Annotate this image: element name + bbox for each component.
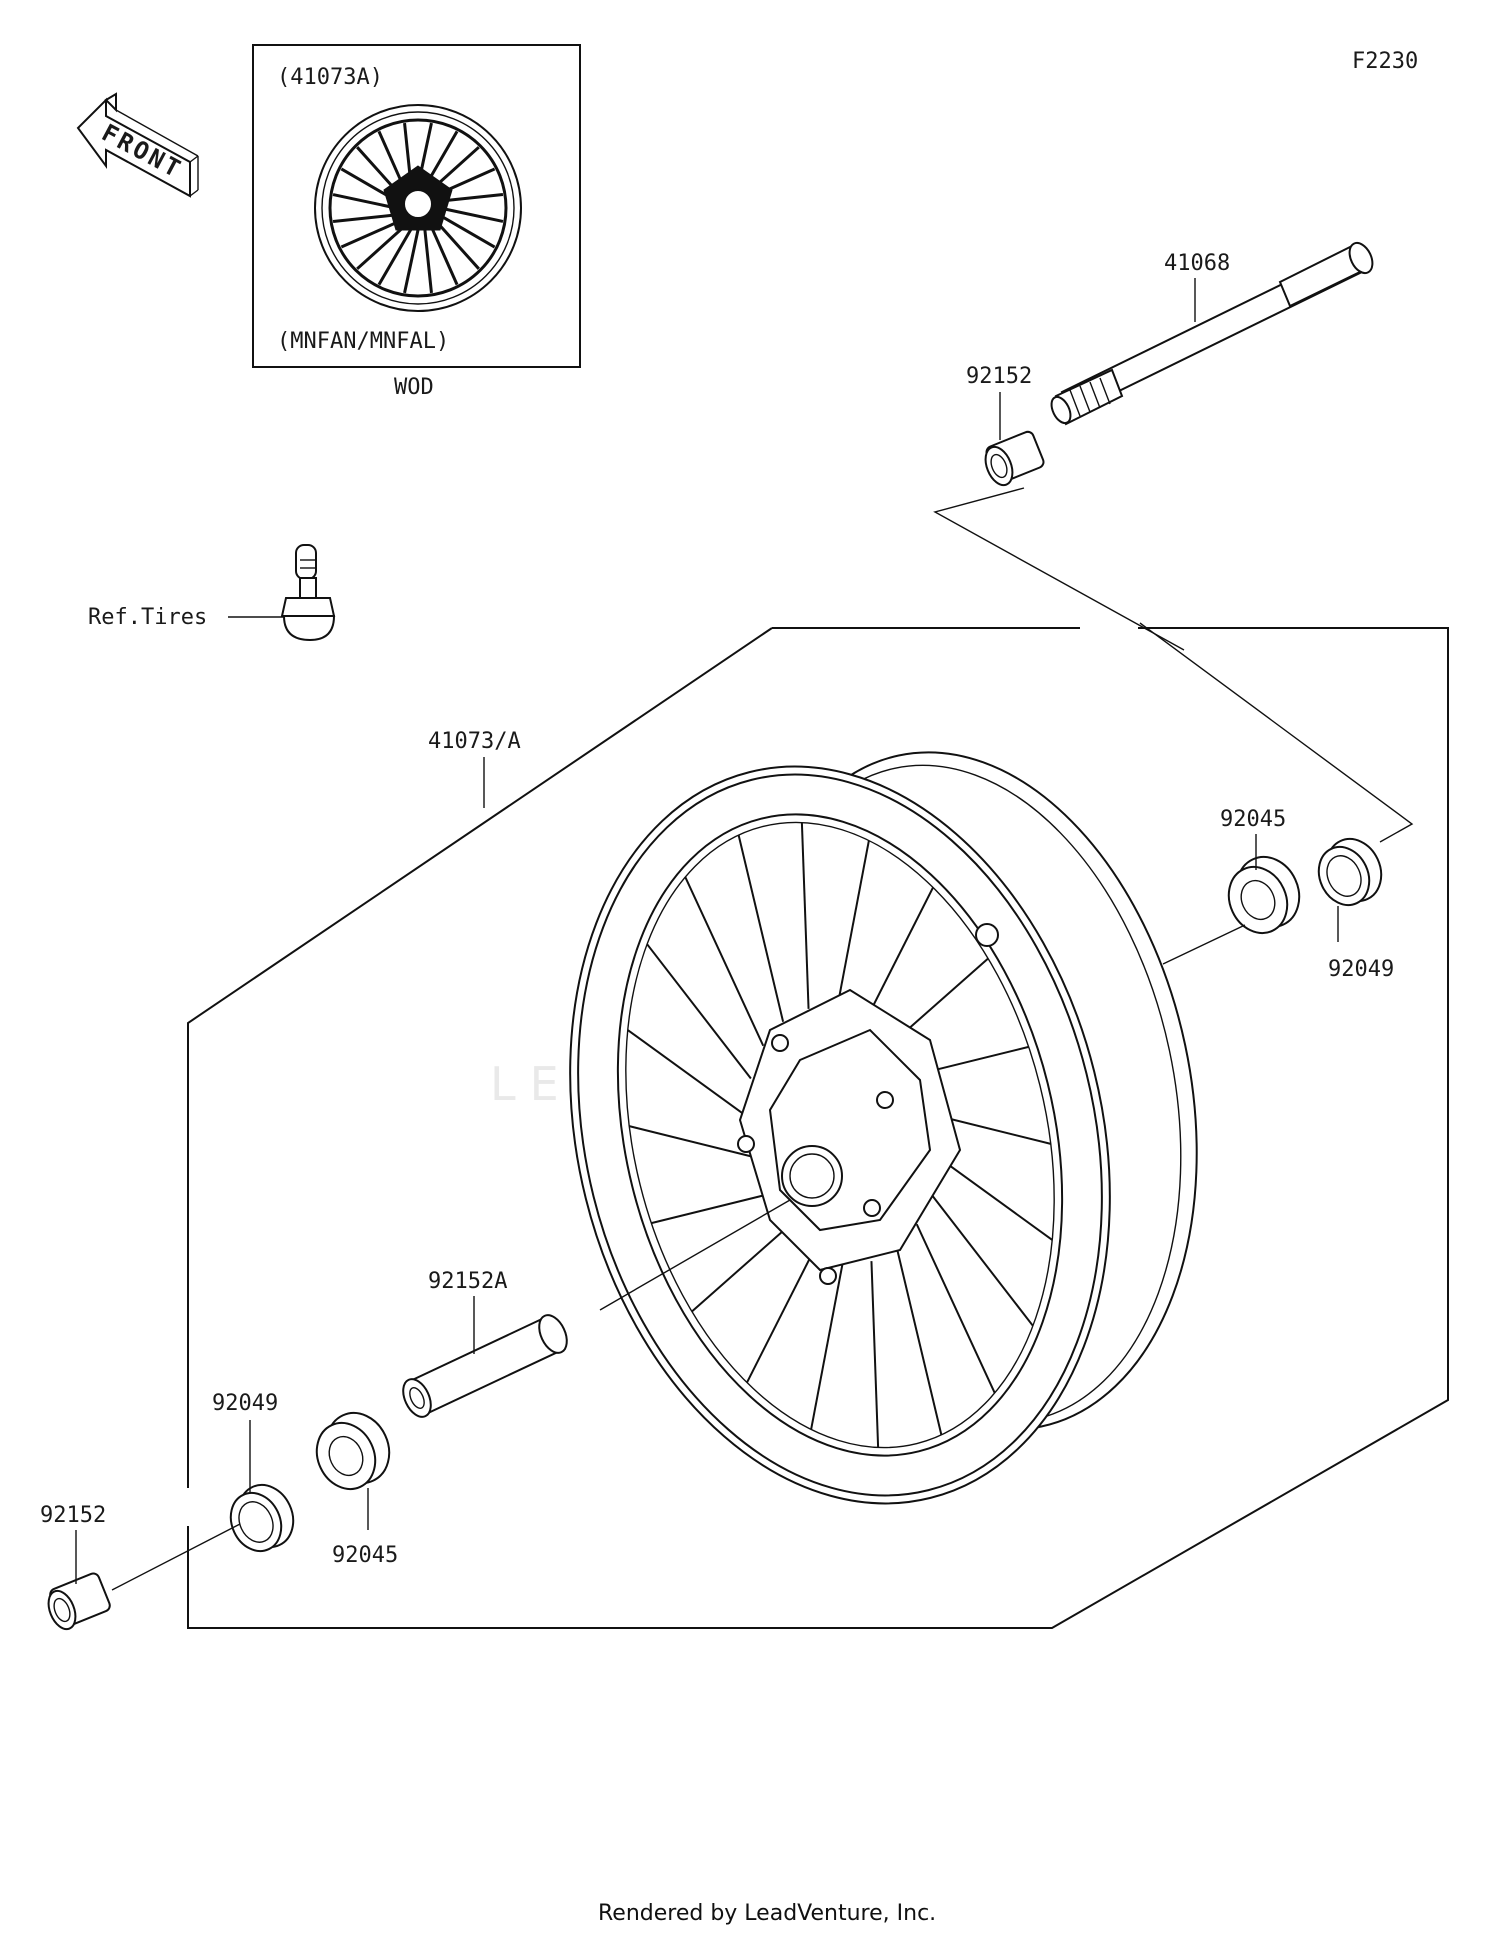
collar-top-icon [984, 430, 1045, 487]
wheel-icon [569, 751, 1198, 1505]
front-label: FRONT [97, 119, 187, 185]
front-arrow-icon: FRONT [76, 92, 199, 198]
inset-part-ref: (41073A) [277, 65, 383, 90]
seal-left-icon [229, 1483, 295, 1553]
callout-92049-right: 92049 [1328, 957, 1394, 982]
callout-92045-right: 92045 [1220, 807, 1286, 832]
bearing-left-icon [315, 1411, 391, 1491]
axle-icon [1050, 241, 1374, 426]
footer-credit: Rendered by LeadVenture, Inc. [598, 1901, 936, 1926]
callout-41068: 41068 [1164, 251, 1230, 276]
bearing-right-icon [1227, 855, 1301, 935]
inset-models: (MNFAN/MNFAL) [277, 329, 449, 354]
callout-92152-top: 92152 [966, 364, 1032, 389]
figure-code: F2230 [1352, 49, 1418, 74]
callout-92045-left: 92045 [332, 1543, 398, 1568]
model-inset: (41073A) (MNFAN/MNFAL) [252, 44, 581, 368]
ref-tires-label: Ref.Tires [88, 605, 207, 630]
seal-right-icon [1317, 837, 1383, 907]
assembly-outline [187, 627, 773, 1488]
valve-icon [280, 544, 336, 642]
callout-92152-bottom: 92152 [40, 1503, 106, 1528]
inset-caption: WOD [394, 375, 434, 400]
callout-92049-left: 92049 [212, 1391, 278, 1416]
callout-92152a: 92152A [428, 1269, 507, 1294]
collar-bottom-icon [47, 1572, 111, 1631]
callout-41073a: 41073/A [428, 729, 521, 754]
inset-wheel-icon [314, 104, 522, 312]
spacer-icon [402, 1314, 568, 1418]
